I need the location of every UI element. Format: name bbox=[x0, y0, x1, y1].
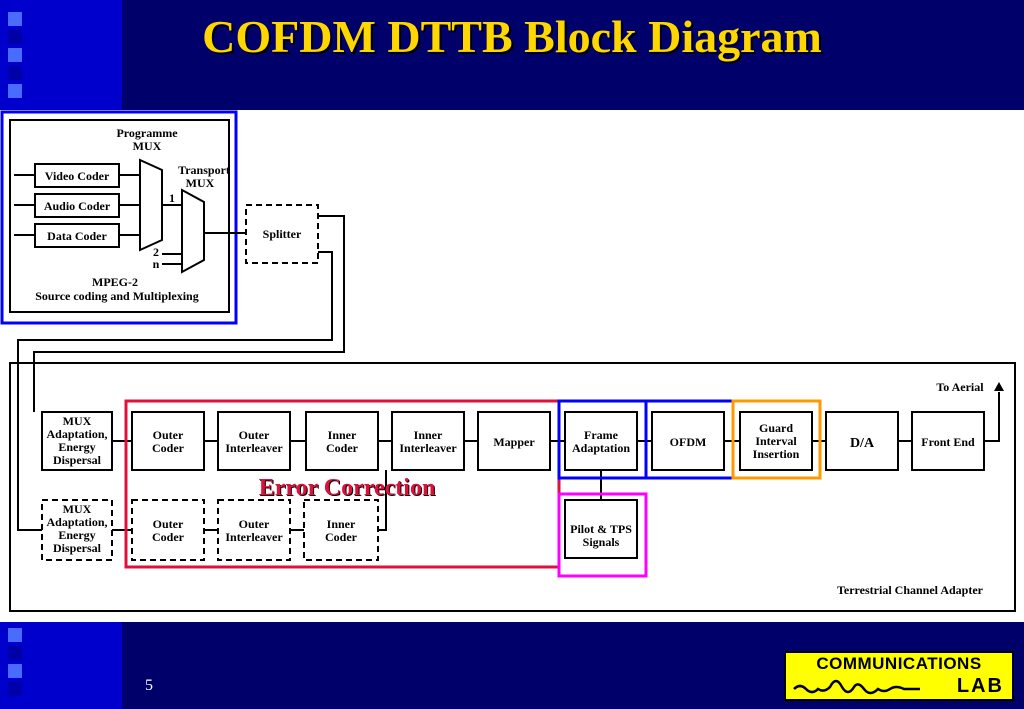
input-1-label: 1 bbox=[169, 191, 175, 205]
mpeg-label: MPEG-2 bbox=[92, 275, 138, 289]
decor-square bbox=[8, 48, 22, 62]
decor-square bbox=[8, 12, 22, 26]
logo-line2: LAB bbox=[956, 675, 1004, 697]
guard-highlight-box bbox=[731, 399, 822, 480]
outer-coder2-line2: Coder bbox=[152, 530, 185, 544]
mux-adapt-line4: Dispersal bbox=[53, 453, 102, 467]
mux-adapt2-line1: MUX bbox=[63, 502, 92, 516]
decor-square bbox=[8, 84, 22, 98]
error-correction-label: Error Correction bbox=[259, 475, 436, 501]
slide-title: COFDM DTTB Block Diagram bbox=[202, 11, 822, 62]
mux-adapt2-line3: Energy bbox=[58, 528, 95, 542]
guard-line2: Interval bbox=[755, 434, 797, 448]
outer-interleaver2-line2: Interleaver bbox=[225, 530, 283, 544]
inner-coder2-line2: Coder bbox=[325, 530, 358, 544]
transport-mux-label2: MUX bbox=[186, 176, 215, 190]
logo-line1: COMMUNICATIONS bbox=[816, 654, 982, 673]
outer-interleaver-line2: Interleaver bbox=[225, 441, 283, 455]
pilot-line1: Pilot & TPS bbox=[570, 522, 632, 536]
decor-square bbox=[8, 30, 22, 44]
communications-lab-logo: COMMUNICATIONS LAB bbox=[784, 651, 1014, 701]
frame-adapt-line2: Adaptation bbox=[572, 441, 630, 455]
frame-adapt-line1: Frame bbox=[584, 428, 619, 442]
mapper-label: Mapper bbox=[493, 435, 535, 449]
transport-mux-label: Transport bbox=[178, 163, 230, 177]
wave-icon bbox=[793, 679, 920, 695]
transport-mux-shape bbox=[181, 188, 205, 274]
mpeg-inner-box bbox=[9, 119, 230, 313]
data-coder-label: Data Coder bbox=[47, 229, 107, 243]
inner-coder-line2: Coder bbox=[326, 441, 359, 455]
error-correction-box bbox=[124, 399, 561, 569]
inner-coder2-line1: Inner bbox=[327, 517, 356, 531]
programme-mux-label: Programme bbox=[116, 126, 178, 140]
outer-interleaver2-line1: Outer bbox=[239, 517, 270, 531]
splitter-label: Splitter bbox=[263, 227, 302, 241]
inner-interleaver-line1: Inner bbox=[414, 428, 443, 442]
decor-square bbox=[8, 66, 22, 80]
guard-line1: Guard bbox=[759, 421, 793, 435]
outer-coder2-line1: Outer bbox=[153, 517, 184, 531]
mux-adapt-line1: MUX bbox=[63, 414, 92, 428]
aerial-arrow-icon bbox=[994, 382, 1004, 391]
mux-adapt-line3: Energy bbox=[58, 440, 95, 454]
mux-adapt2-line2: Adaptation, bbox=[46, 515, 107, 529]
mux-adapt-line2: Adaptation, bbox=[46, 427, 107, 441]
page-number: 5 bbox=[145, 677, 153, 694]
input-2-label: 2 bbox=[153, 245, 159, 259]
terrestrial-label: Terrestrial Channel Adapter bbox=[837, 583, 984, 597]
input-n-label: n bbox=[153, 257, 160, 271]
block-diagram: Programme MUX Transport MUX Video Coder … bbox=[0, 110, 1016, 612]
pilot-highlight-box bbox=[557, 492, 648, 578]
decor-square bbox=[8, 646, 22, 660]
mux-adapt2-line4: Dispersal bbox=[53, 541, 102, 555]
mpeg-label2: Source coding and Multiplexing bbox=[35, 289, 198, 303]
inner-interleaver-line2: Interleaver bbox=[399, 441, 457, 455]
mpeg-highlight-box bbox=[0, 110, 238, 325]
decor-square bbox=[8, 682, 22, 696]
splitter-box bbox=[245, 204, 319, 264]
ofdm-label: OFDM bbox=[670, 435, 707, 449]
audio-coder-label: Audio Coder bbox=[44, 199, 111, 213]
outer-coder-line2: Coder bbox=[152, 441, 185, 455]
decor-square bbox=[8, 628, 22, 642]
programme-mux-label2: MUX bbox=[133, 139, 162, 153]
diagram-area: Programme MUX Transport MUX Video Coder … bbox=[0, 110, 1024, 622]
outer-coder-line1: Outer bbox=[153, 428, 184, 442]
guard-line3: Insertion bbox=[753, 447, 800, 461]
channel-adapter-box bbox=[9, 362, 1016, 612]
programme-mux-shape bbox=[139, 158, 163, 252]
to-aerial-label: To Aerial bbox=[936, 380, 984, 394]
front-end-label: Front End bbox=[921, 435, 975, 449]
da-label: D/A bbox=[850, 436, 875, 451]
pilot-line2: Signals bbox=[583, 535, 620, 549]
decor-square bbox=[8, 664, 22, 678]
inner-coder-line1: Inner bbox=[328, 428, 357, 442]
video-coder-label: Video Coder bbox=[45, 169, 110, 183]
outer-interleaver-line1: Outer bbox=[239, 428, 270, 442]
